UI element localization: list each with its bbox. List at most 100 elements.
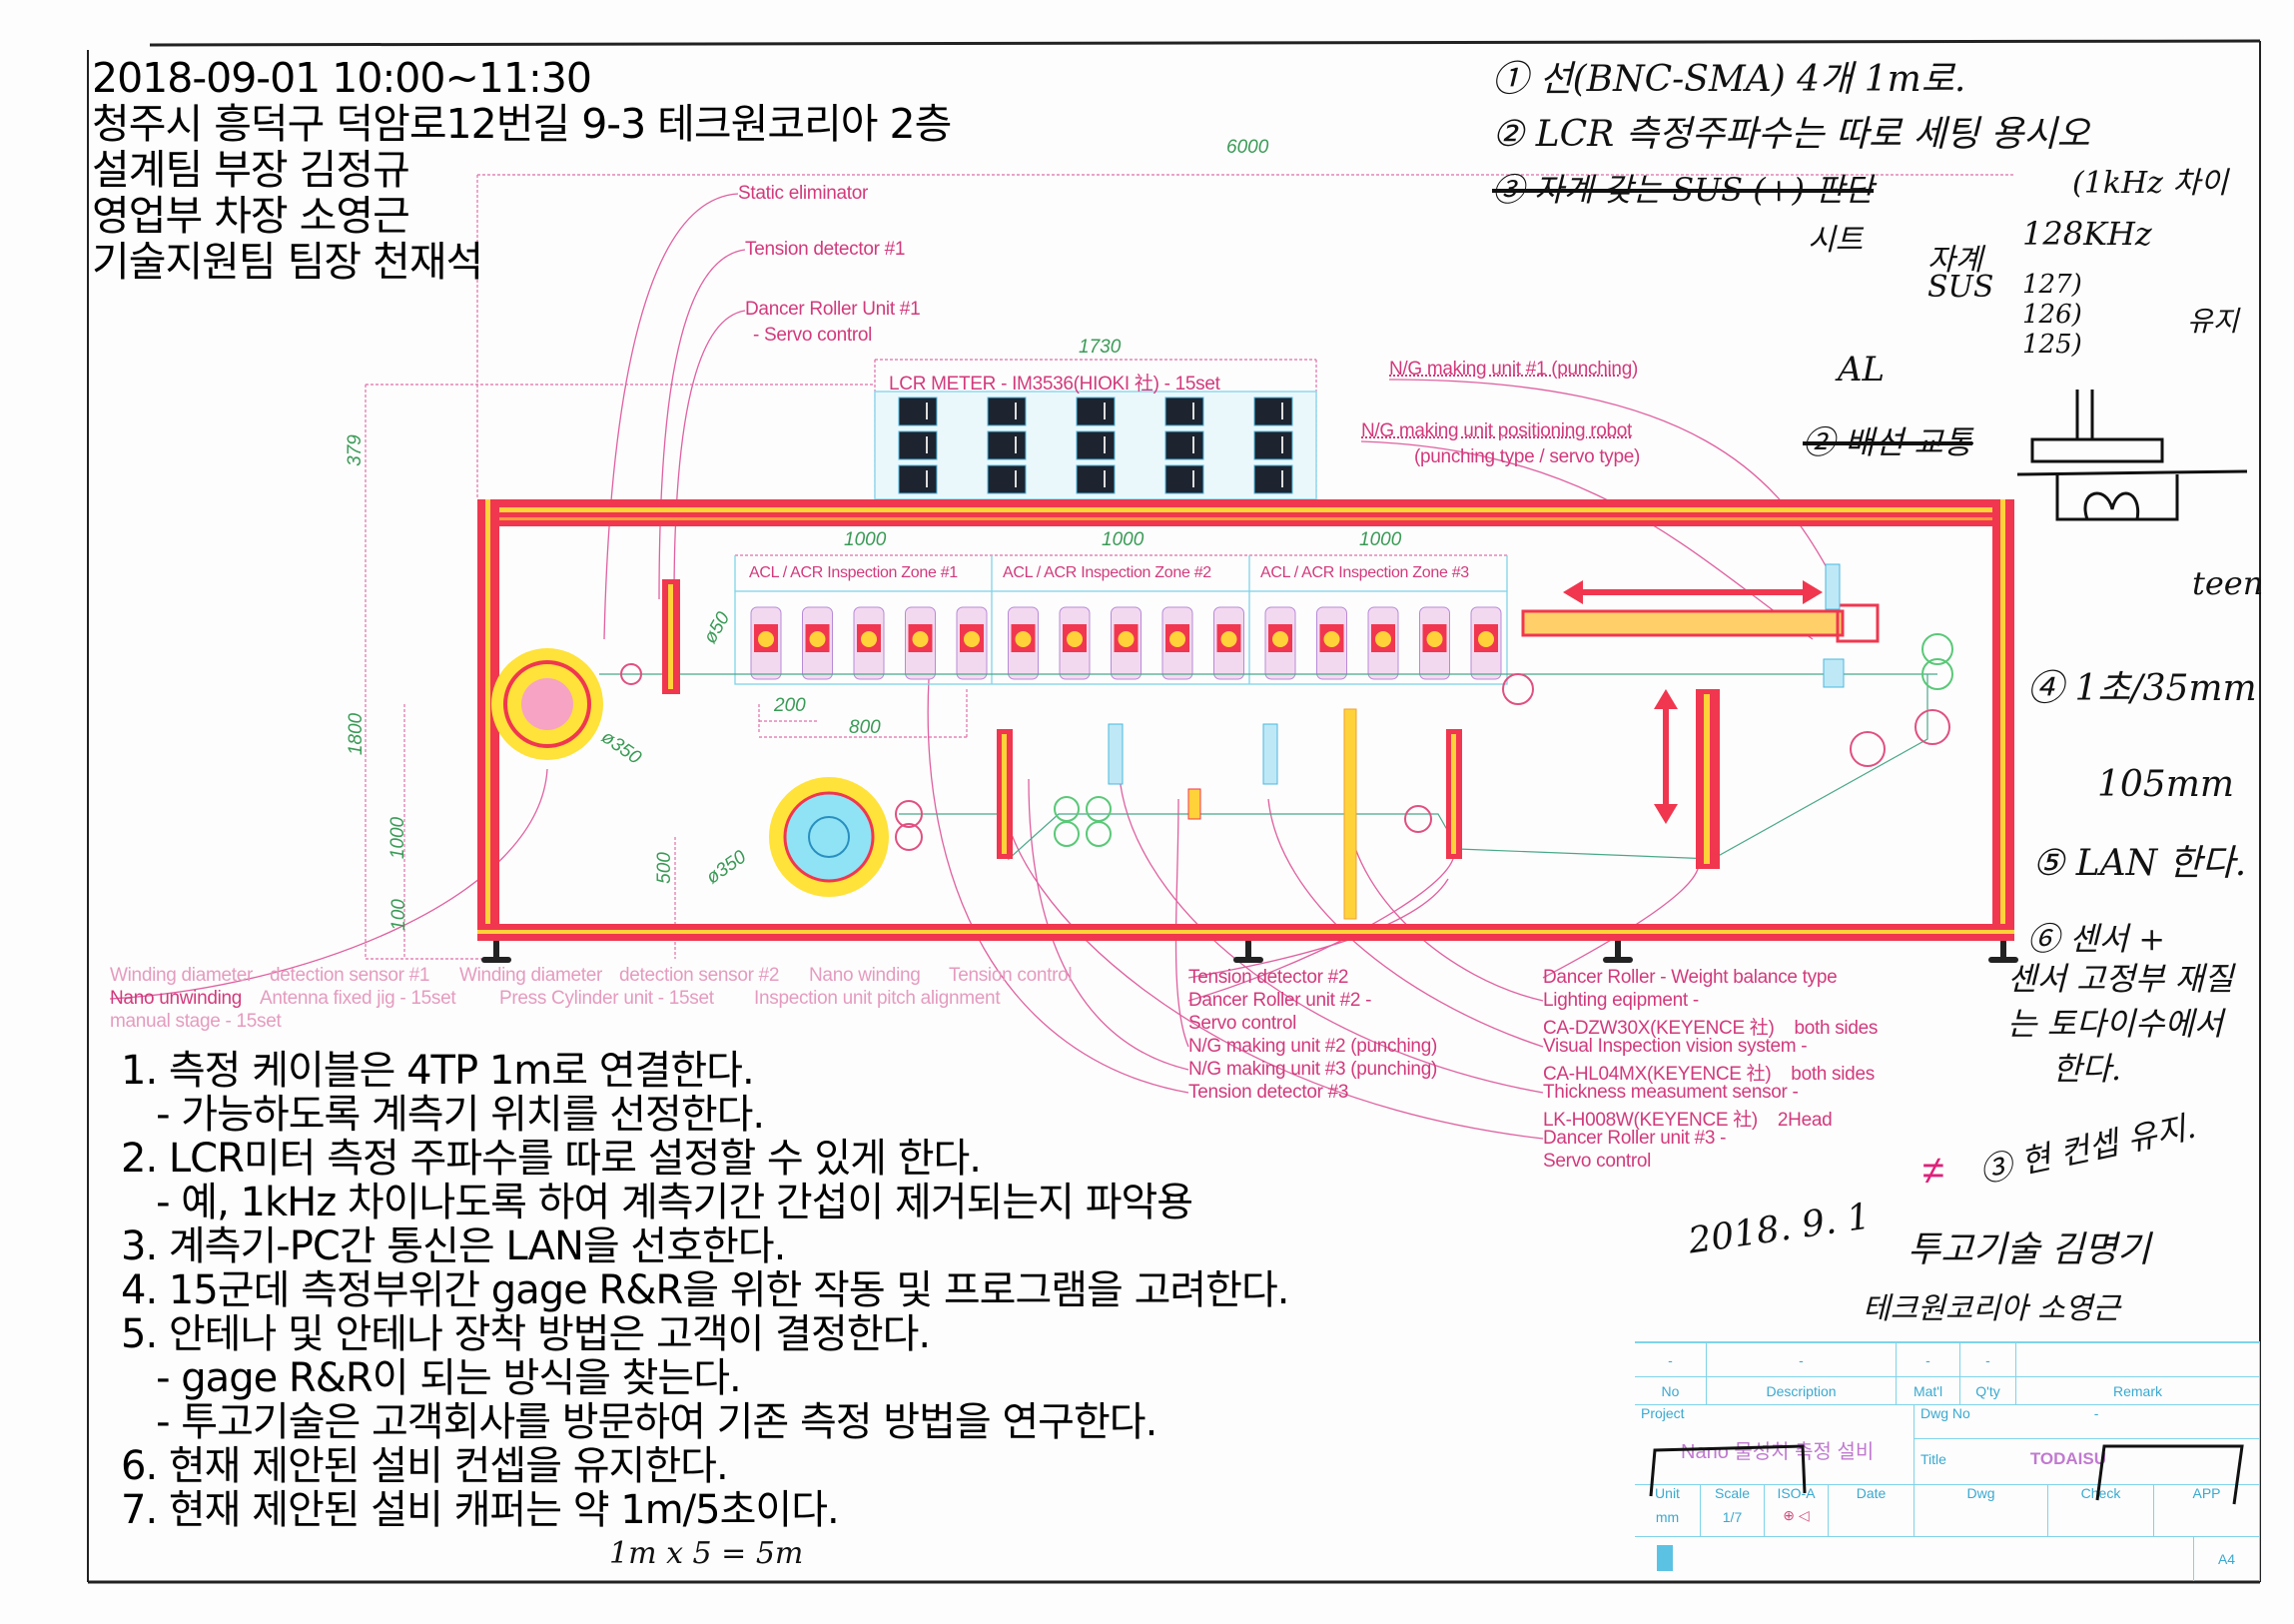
tb-check: Check (2048, 1485, 2154, 1537)
dim-winding-height: 1000 (387, 816, 409, 860)
label-press-cylinder: Press Cylinder unit - 15set (499, 988, 714, 1009)
label-dancer-roller-2: Dancer Roller unit #2 - (1188, 990, 1372, 1011)
lcr-meter-unit (898, 464, 938, 494)
dim-rewind-height: 500 (653, 852, 675, 884)
lcr-meter-unit (987, 397, 1027, 426)
lcr-meter-unit (1253, 397, 1293, 426)
meeting-address: 청주시 흥덕구 덕암로12번길 9-3 테크원코리아 2층 (92, 100, 952, 148)
handwritten-freq-125: 125) (2022, 330, 2082, 360)
inspection-zones (734, 555, 1508, 685)
label-dancer-roller-1: Dancer Roller Unit #1 (745, 299, 921, 320)
label-ng-unit-3: N/G making unit #3 (punching) (1188, 1059, 1437, 1080)
projection-symbol-icon: ⊕ ◁ (1783, 1507, 1810, 1523)
tb-scale: Scale 1/7 (1701, 1485, 1765, 1537)
tb-dwg-no: Dwg No - (1914, 1405, 2260, 1439)
handwritten-brackets (1649, 1444, 2244, 1505)
label-vision-system-sub: CA-HL04MX(KEYENCE 社) both sides (1543, 1064, 1875, 1085)
dim-span: 800 (849, 717, 881, 738)
label-vision-system: Visual Inspection vision system - (1543, 1036, 1808, 1057)
label-tension-detector-1: Tension detector #1 (745, 239, 906, 260)
handwritten-note-6b: 센서 고정부 재질 (2007, 960, 2234, 998)
note-item: - 투고기술은 고객회사를 방문하여 기존 측정 방법을 연구한다. (121, 1399, 1157, 1445)
antenna-jig (1169, 631, 1185, 647)
handwritten-sheet: 시트 (1808, 223, 1864, 258)
process-units (662, 579, 1845, 920)
handwritten-khz-diff: (1kHz 차이 (2072, 166, 2228, 201)
machine-frame (477, 499, 2014, 941)
label-winding-sensor-1-sub: detection sensor #1 (270, 965, 430, 986)
label-dancer-weight-balance: Dancer Roller - Weight balance type (1543, 967, 1838, 988)
label-manual-stage: manual stage - 15set (110, 1011, 282, 1032)
lcr-meter-unit (1164, 430, 1204, 460)
note-item: 4. 15군데 측정부위간 gage R&R을 위한 작동 및 프로그램을 고려… (121, 1267, 1289, 1313)
label-zone-2: ACL / ACR Inspection Zone #2 (1003, 564, 1211, 581)
antenna-jig (861, 631, 877, 647)
label-positioning-robot: N/G making unit positioning robot (1361, 420, 1633, 441)
antenna-jig (964, 631, 980, 647)
tb-scale-value: 1/7 (1722, 1509, 1743, 1525)
label-zone-3: ACL / ACR Inspection Zone #3 (1260, 564, 1469, 581)
antenna-jig (1220, 631, 1237, 647)
label-lcr-meter: LCR METER - IM3536(HIOKI 社) - 15set (889, 374, 1220, 395)
lcr-meter-unit (1076, 397, 1116, 426)
handwritten-note-2: ② LCR 측정주파수는 따로 세팅 용시오 (1492, 114, 2090, 155)
label-tension-detector-2: Tension detector #2 (1188, 967, 1349, 988)
label-static-eliminator: Static eliminator (738, 183, 869, 204)
ng-positioning-robot (1521, 563, 1880, 643)
label-tension-control: Tension control (949, 965, 1073, 986)
attendee-2: 영업부 차장 소영근 (92, 192, 410, 240)
lcr-meter-unit (898, 430, 938, 460)
note-item: - 예, 1kHz 차이나도록 하여 계측기간 간섭이 제거되는지 파악용 (121, 1180, 1193, 1225)
meeting-datetime: 2018-09-01 10:00~11:30 (92, 54, 592, 102)
dim-zone-1: 1000 (844, 529, 887, 550)
tb-row-no: - (1635, 1343, 1707, 1377)
note-item: - 가능하도록 계측기 위치를 선정한다. (121, 1092, 765, 1138)
dim-pitch: 200 (774, 695, 806, 716)
title-block: - - - - No Description Mat'l Q'ty Remark… (1635, 1341, 2260, 1581)
label-dancer-roller-1-sub: - Servo control (753, 325, 873, 346)
tb-dwg-no-label: Dwg No (1920, 1405, 1970, 1421)
tb-row-matl: - (1897, 1343, 1960, 1377)
handwritten-freq-127: 127) (2022, 270, 2082, 300)
tb-date: Date (1829, 1485, 1914, 1537)
guide-rollers (620, 633, 1953, 851)
antenna-jig (758, 631, 774, 647)
tb-col-matl: Mat'l (1897, 1377, 1960, 1405)
label-dancer-roller-2-sub: Servo control (1188, 1013, 1297, 1034)
nano-winding-roll (769, 777, 889, 897)
tb-logo-row (1635, 1537, 2194, 1581)
lcr-meter-unit (1076, 464, 1116, 494)
antenna-jig (1323, 631, 1340, 647)
handwritten-note-6a: ⑥ 센서 + (2027, 920, 2166, 958)
nano-unwinding-roll (491, 648, 603, 760)
handwritten-note-6d: 한다. (2052, 1050, 2122, 1088)
handwritten-capacity-calc: 1m x 5 = 5m (609, 1536, 804, 1571)
dim-zone-2: 1000 (1102, 529, 1145, 550)
antenna-jig (1426, 631, 1443, 647)
handwritten-note-4b: 105mm (2097, 764, 2234, 805)
handwritten-note-5: ⑤ LAN 한다. (2032, 843, 2247, 884)
antenna-jig (809, 631, 826, 647)
tb-date-label: Date (1856, 1485, 1887, 1501)
dim-lcr-width: 1730 (1079, 337, 1122, 358)
label-pitch-alignment: Inspection unit pitch alignment (754, 988, 1001, 1009)
tb-col-qty: Q'ty (1960, 1377, 2016, 1405)
note-item: 3. 계측기-PC간 통신은 LAN을 선호한다. (121, 1223, 786, 1269)
header-block: 2018-09-01 10:00~11:30 청주시 흥덕구 덕암로12번길 9… (92, 54, 952, 285)
handwritten-magnetic: 자계 (1927, 243, 1983, 278)
label-nano-winding: Nano winding (809, 965, 921, 986)
label-tension-detector-3: Tension detector #3 (1188, 1082, 1349, 1103)
handwritten-al: AL (1838, 350, 1886, 390)
tb-size: A4 (2194, 1537, 2260, 1581)
tb-title-label: Title (1920, 1451, 1946, 1467)
note-item: 7. 현재 제안된 설비 캐퍼는 약 1m/5초이다. (121, 1487, 840, 1533)
tb-col-no: No (1635, 1377, 1707, 1405)
label-thickness-sensor: Thickness measument sensor - (1543, 1082, 1799, 1103)
handwritten-sus: SUS (1927, 270, 1994, 305)
tb-scale-label: Scale (1714, 1485, 1751, 1501)
note-item: 2. LCR미터 측정 주파수를 따로 설정할 수 있게 한다. (121, 1136, 982, 1182)
label-dancer-roller-3: Dancer Roller unit #3 - (1543, 1128, 1727, 1149)
lcr-meter-unit (987, 464, 1027, 494)
